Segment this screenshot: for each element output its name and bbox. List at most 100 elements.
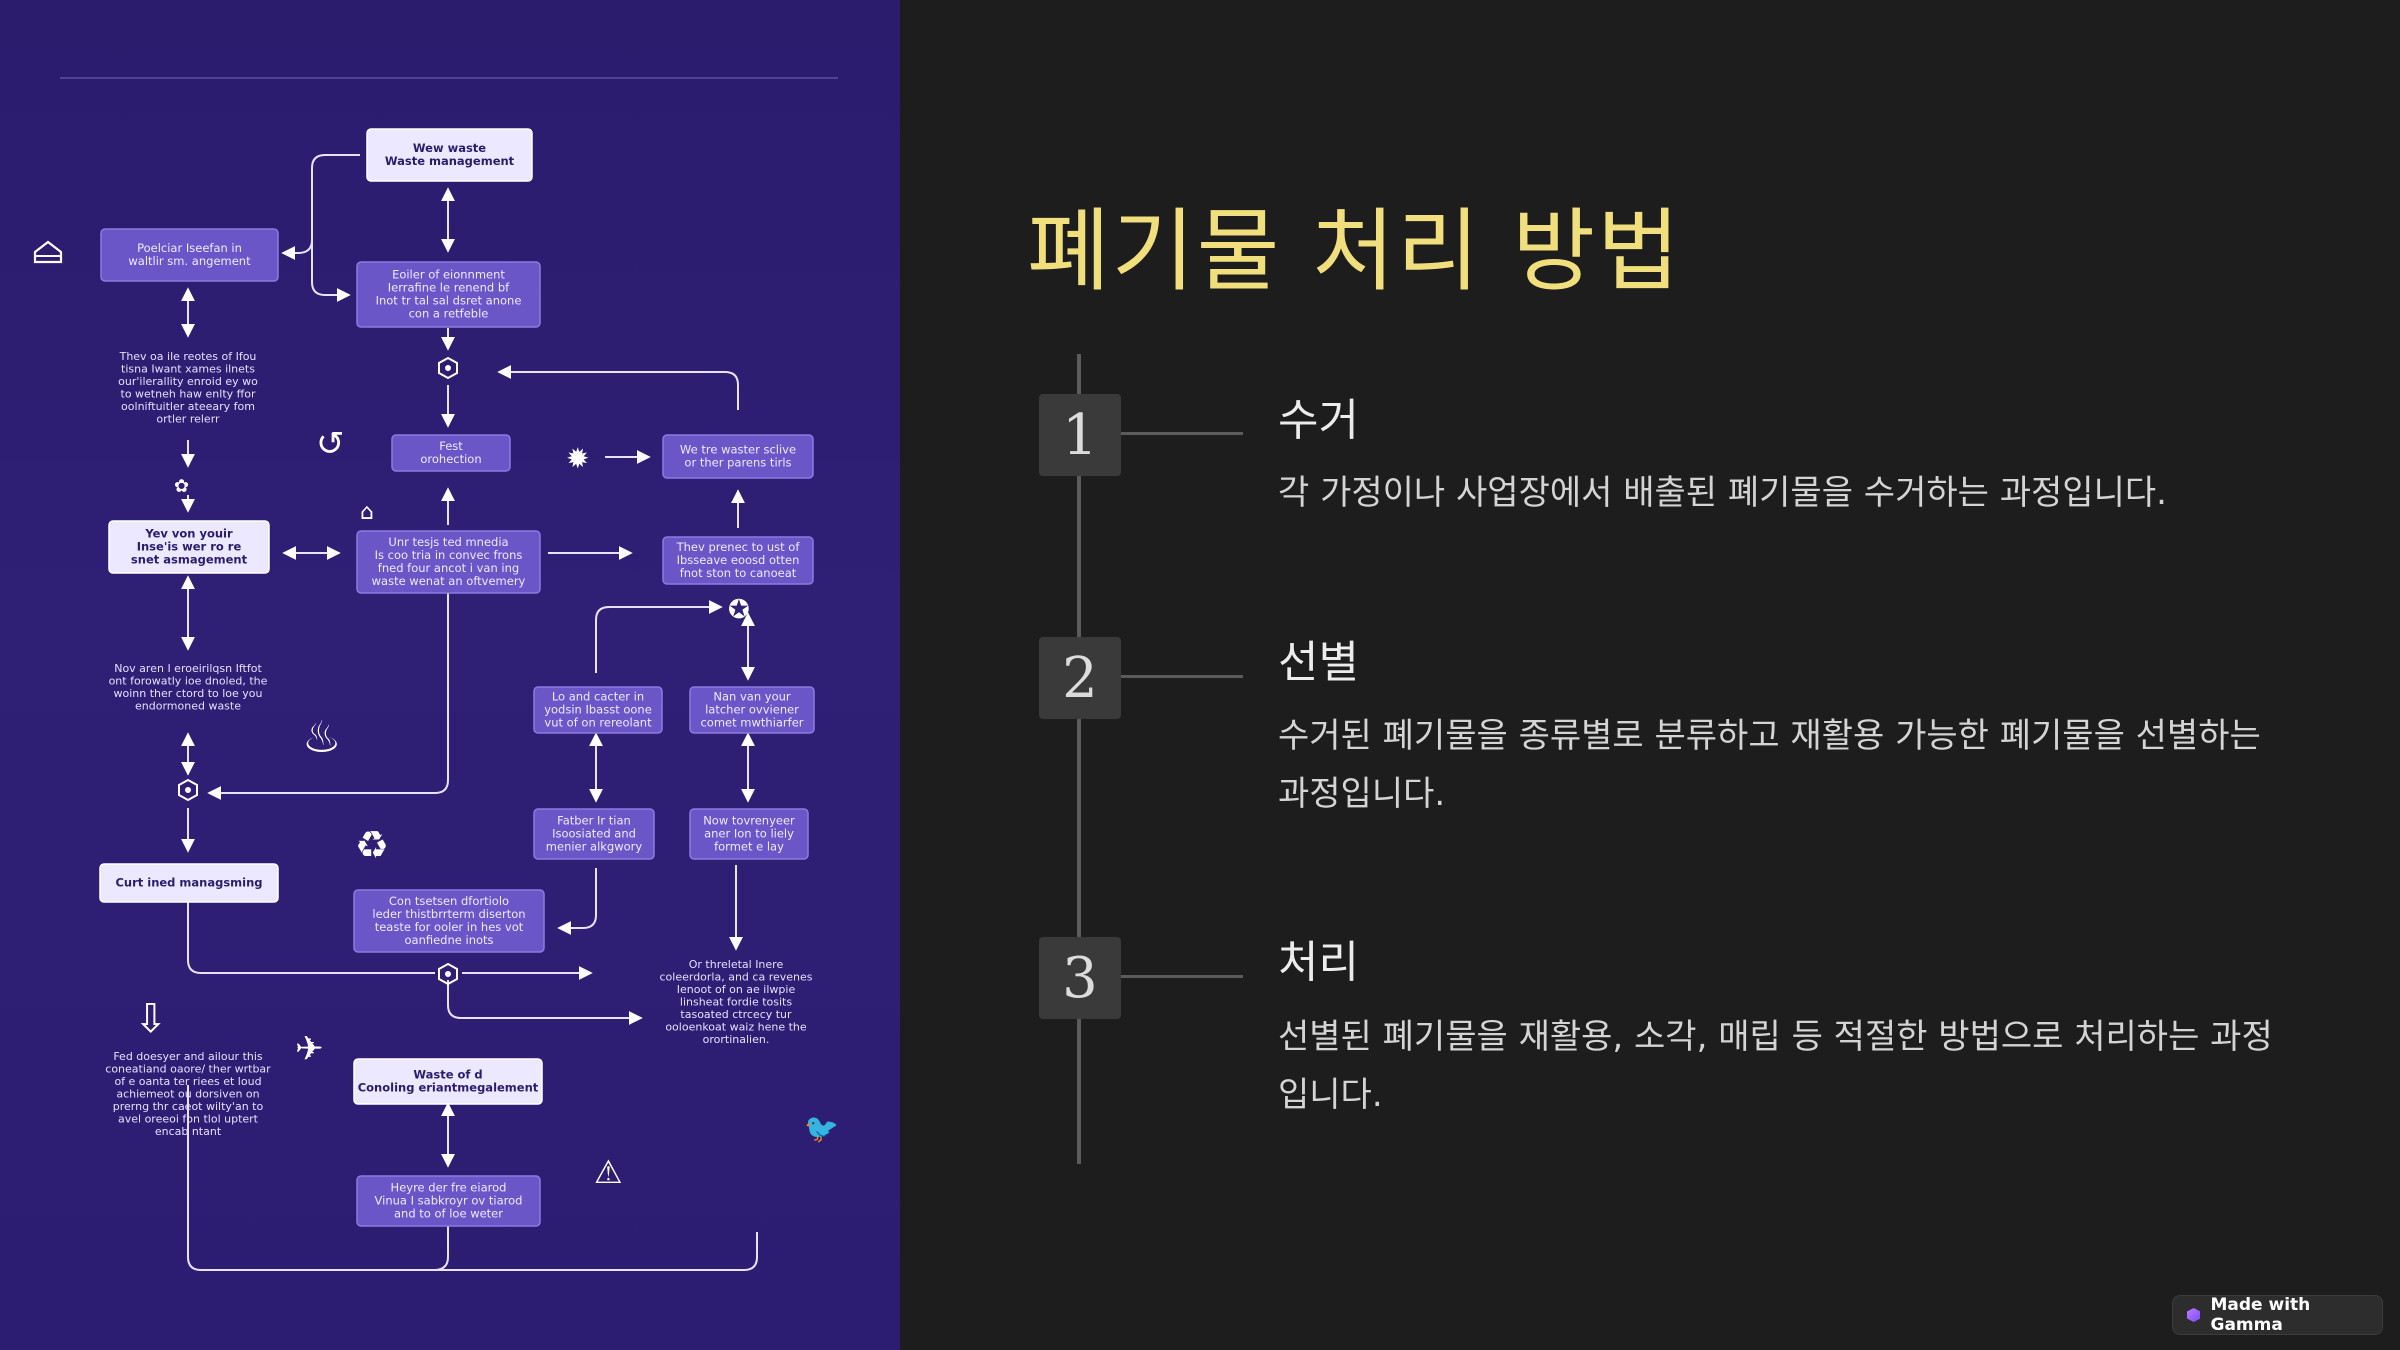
slide-title: 폐기물 처리 방법 <box>1027 199 1682 304</box>
flow-node-label: Waste management <box>385 154 515 168</box>
flow-node-box <box>689 686 815 734</box>
flow-connectors <box>181 154 758 1271</box>
person-walk-icon: ↺ <box>316 424 345 464</box>
flow-node-label: Isoosiated and <box>552 827 636 841</box>
flow-note-line: Fed doesyer and ailour this <box>113 1050 263 1063</box>
flow-note-line: ooloenkoat waiz hene the <box>665 1021 807 1034</box>
flow-note-line: ortler relerr <box>156 413 220 426</box>
hexagon-badge-icon <box>438 962 458 986</box>
flow-node-label: and to of loe weter <box>394 1207 503 1221</box>
flow-node-label: leder thistbrrterm diserton <box>372 907 525 921</box>
flow-note-line: ont forowatly ioe dnoled, the <box>109 675 268 688</box>
flow-node-label: Eoiler of eionnment <box>392 268 505 282</box>
flow-note-line: woinn ther ctord to loe you <box>114 687 263 700</box>
flow-node-label: Inot tr tal sal dsret anone <box>376 294 522 308</box>
step-connector-3 <box>1121 975 1243 978</box>
flow-note-line: oolniftuitler ateeary fom <box>121 400 255 413</box>
flow-node-label: Unr tesjs ted mnedia <box>388 535 508 549</box>
flow-note-line: prerng thr caeot wilty'an to <box>113 1100 264 1113</box>
flow-node-box <box>356 1175 541 1227</box>
flow-note-line: tisna Iwant xames ilnets <box>121 363 255 376</box>
flow-node-label: waste wenat an oftvemery <box>372 574 526 588</box>
house-small-icon: ⌂ <box>360 500 374 525</box>
flow-note-line: coleerdorla, and ca revenes <box>660 971 813 984</box>
step-connector-1 <box>1121 432 1243 435</box>
made-with-gamma-badge[interactable]: Made with Gamma <box>2172 1295 2383 1335</box>
flow-node-box <box>100 228 279 282</box>
flow-node-label: fned four ancot i van ing <box>378 561 519 575</box>
flow-node-box <box>108 520 270 574</box>
flow-node-box <box>533 686 663 734</box>
flow-node-box <box>356 530 541 594</box>
flow-node-box <box>689 808 809 860</box>
flow-node-label: Fatber Ir tian <box>557 814 631 828</box>
flow-node-label: Curt ined managsming <box>115 876 262 890</box>
flow-node-label: Con tsetsen dfortiolo <box>389 894 509 908</box>
flow-node-label: Fest <box>439 439 463 453</box>
flow-note-line: achiemeot ou dorsiven on <box>116 1088 259 1101</box>
flow-node-label: teaste for ooler in hes vot <box>375 920 524 934</box>
flow-node-box <box>662 536 814 585</box>
step-number-1: 1 <box>1039 394 1121 476</box>
flow-note-line: our'ilerallity enroid ey wo <box>118 375 258 388</box>
flow-node-label: waltlir sm. angement <box>128 254 251 268</box>
flow-note-line: tasoated ctrcecy tur <box>680 1008 792 1021</box>
flow-note-line: to wetneh haw enlty ffor <box>121 388 256 401</box>
bird-icon: ✈ <box>295 1029 324 1069</box>
step-description-2: 수거된 폐기물을 종류별로 분류하고 재활용 가능한 폐기물을 선별하는 과정입… <box>1278 716 2261 814</box>
step-number-2: 2 <box>1039 637 1121 719</box>
flow-note-line: Ienoot of on ae ilwpie <box>677 983 796 996</box>
flow-node-box <box>99 863 279 903</box>
flow-node-label: Thev prenec to ust of <box>676 540 801 554</box>
step-number-3: 3 <box>1039 937 1121 1019</box>
step-description-1: 각 가정이나 사업장에서 배출된 폐기물을 수거하는 과정입니다. <box>1278 473 2167 513</box>
flow-node-label: orohection <box>420 452 481 466</box>
flow-node: Curt ined managsming <box>99 863 279 903</box>
flow-node-box <box>353 889 545 953</box>
flow-node-label: con a retfeble <box>409 307 489 321</box>
flow-node-box <box>366 128 533 182</box>
flow-note-line: endormoned waste <box>135 700 241 713</box>
flow-node-label: snet asmagement <box>131 553 248 567</box>
badge-label: Made with Gamma <box>2210 1295 2311 1335</box>
recycle-small-icon: ✪ <box>728 595 750 625</box>
flow-note-line: Nov aren I eroeirilqsn Iftfot <box>114 662 262 675</box>
step-heading-2: 선별 <box>1278 637 1359 688</box>
flow-node-label: menier alkgwory <box>546 840 643 854</box>
step-connector-2 <box>1121 675 1243 678</box>
step-description-3: 선별된 폐기물을 재활용, 소각, 매립 등 적절한 방법으로 처리하는 과정입… <box>1278 1017 2273 1115</box>
bucket-icon: ♨ <box>302 712 341 763</box>
flow-node-label: Vinua I sabkroyr ov tiarod <box>375 1194 523 1208</box>
flow-note-line: of e oanta ter riees et loud <box>114 1075 261 1088</box>
flow-node-box <box>356 261 541 328</box>
flow-node-label: fnot ston to canoeat <box>680 566 797 580</box>
flow-node-label: Heyre der fre eiarod <box>391 1181 507 1195</box>
flow-node-box <box>391 434 511 472</box>
home-outline-icon <box>33 240 63 264</box>
hexagon-badge-icon <box>178 778 198 802</box>
flow-node-label: We tre waster sclive <box>680 443 796 457</box>
flow-node-label: vut of on rereolant <box>544 716 652 730</box>
twitter-bird-icon: 🐦 <box>804 1112 839 1145</box>
step-heading-1: 수거 <box>1278 395 1359 446</box>
flow-node-label: aner Ion to liely <box>704 827 794 841</box>
flow-note-line: Or threletal Inere <box>689 958 784 971</box>
flow-node-label: latcher ovviener <box>705 703 799 717</box>
flow-node-label: Ibsseave eoosd otten <box>677 553 800 567</box>
flow-node-label: Poelciar Iseefan in <box>137 241 242 255</box>
flow-node-label: Is coo tria in convec frons <box>375 548 523 562</box>
